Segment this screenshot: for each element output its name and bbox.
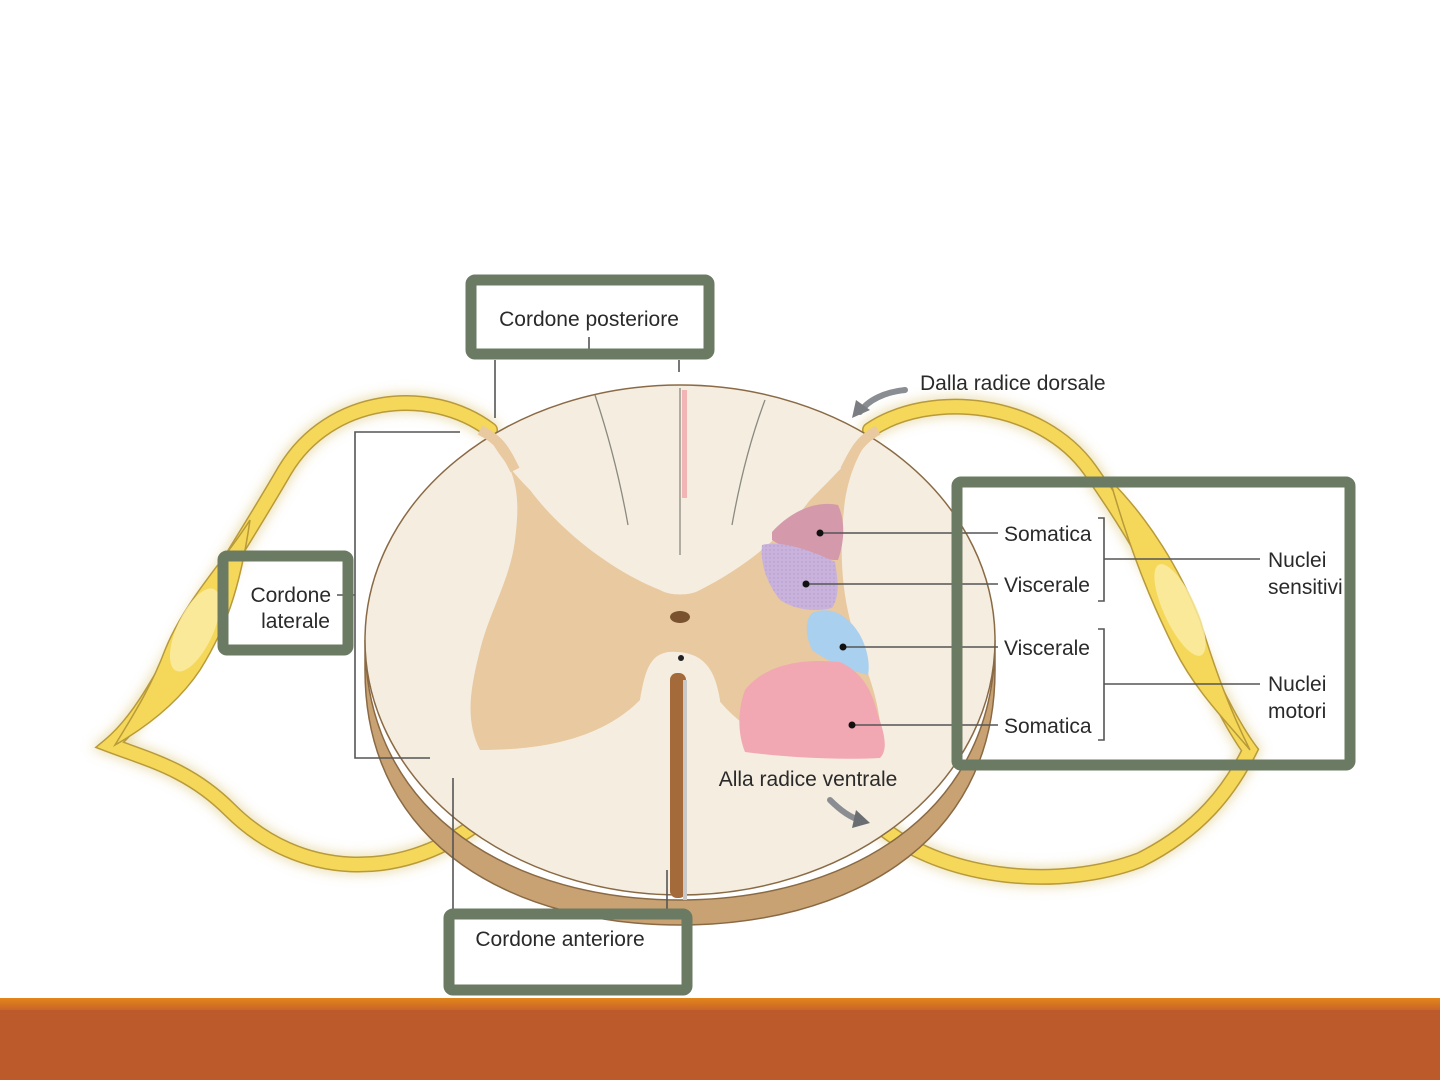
box-anterior <box>443 908 693 996</box>
central-canal <box>670 611 690 623</box>
nucleus-somatic-motor <box>739 660 885 759</box>
label-cordone-laterale-1: Cordone <box>250 584 331 607</box>
highlight-boxes <box>217 274 1356 996</box>
dorsal-root-arrowhead-icon <box>852 400 870 418</box>
label-somatica-motoria: Somatica <box>1004 715 1092 738</box>
box-posterior <box>465 274 715 360</box>
label-nuclei-motori-2: motori <box>1268 700 1326 723</box>
spinal-cord-section <box>364 384 996 926</box>
box-lateral <box>217 550 354 656</box>
footer-accent-strip <box>0 998 1440 1010</box>
label-viscerale-sensitiva: Viscerale <box>1004 574 1090 597</box>
label-somatica-sensitiva: Somatica <box>1004 523 1092 546</box>
label-nuclei-sensitivi-1: Nuclei <box>1268 549 1326 572</box>
leader-lines <box>337 337 1260 912</box>
nucleus-visceral-sensory <box>761 543 838 610</box>
box-nuclei <box>951 476 1356 771</box>
right-spinal-nerve <box>860 396 1262 887</box>
label-cordone-posteriore: Cordone posteriore <box>499 308 679 331</box>
nucleus-visceral-motor <box>806 610 869 675</box>
footer-band <box>0 998 1440 1080</box>
label-dalla-radice-dorsale: Dalla radice dorsale <box>920 372 1106 395</box>
label-alla-radice-ventrale: Alla radice ventrale <box>719 768 898 791</box>
nucleus-dots <box>802 529 856 729</box>
ventral-root-arrowhead-icon <box>852 810 870 828</box>
label-nuclei-motori-1: Nuclei <box>1268 673 1326 696</box>
label-viscerale-motoria: Viscerale <box>1004 637 1090 660</box>
label-cordone-laterale-2: laterale <box>261 610 330 633</box>
label-nuclei-sensitivi-2: sensitivi <box>1268 576 1343 599</box>
label-cordone-anteriore: Cordone anteriore <box>475 928 644 951</box>
left-spinal-nerve <box>90 393 500 875</box>
